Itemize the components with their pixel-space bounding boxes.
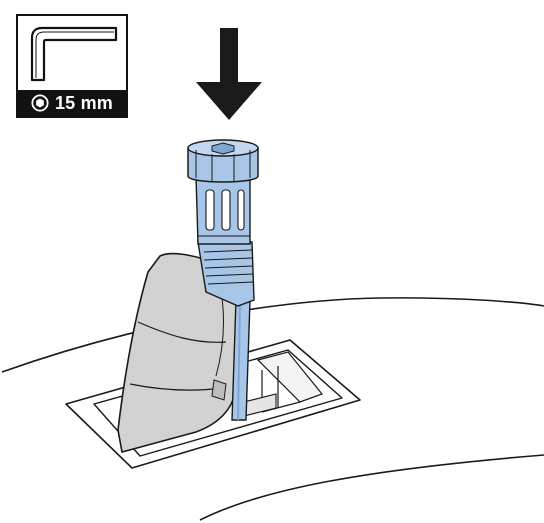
tool-size-label: 15 mm: [54, 92, 114, 113]
surface-top-curve: [1, 297, 544, 373]
hex-key-icon: [30, 26, 118, 82]
down-arrow-icon: [196, 28, 262, 120]
tool-badge: 15 mm: [16, 14, 128, 118]
surface-bottom-curve: [199, 454, 544, 521]
tool-size-bar: 15 mm: [18, 90, 126, 116]
blue-bolt-assembly: [187, 139, 259, 421]
hex-socket-icon: [31, 94, 49, 112]
gray-cover: [117, 252, 246, 453]
